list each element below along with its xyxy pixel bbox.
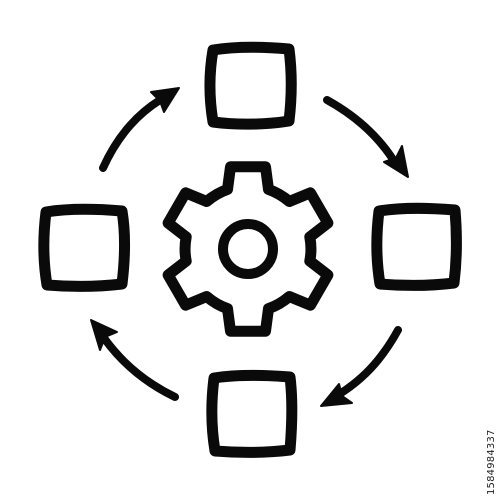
arrow-right-to-bottom [320,326,402,407]
gear-icon [162,161,334,337]
arrow-left-to-top [99,87,180,172]
top-box [204,41,297,130]
arrow-bottom-to-left [90,319,179,401]
watermark-id: 1584984337 [486,429,497,495]
right-box [371,202,462,291]
arrow-top-to-right [323,96,409,178]
left-box [38,203,131,292]
bottom-box [206,369,298,458]
